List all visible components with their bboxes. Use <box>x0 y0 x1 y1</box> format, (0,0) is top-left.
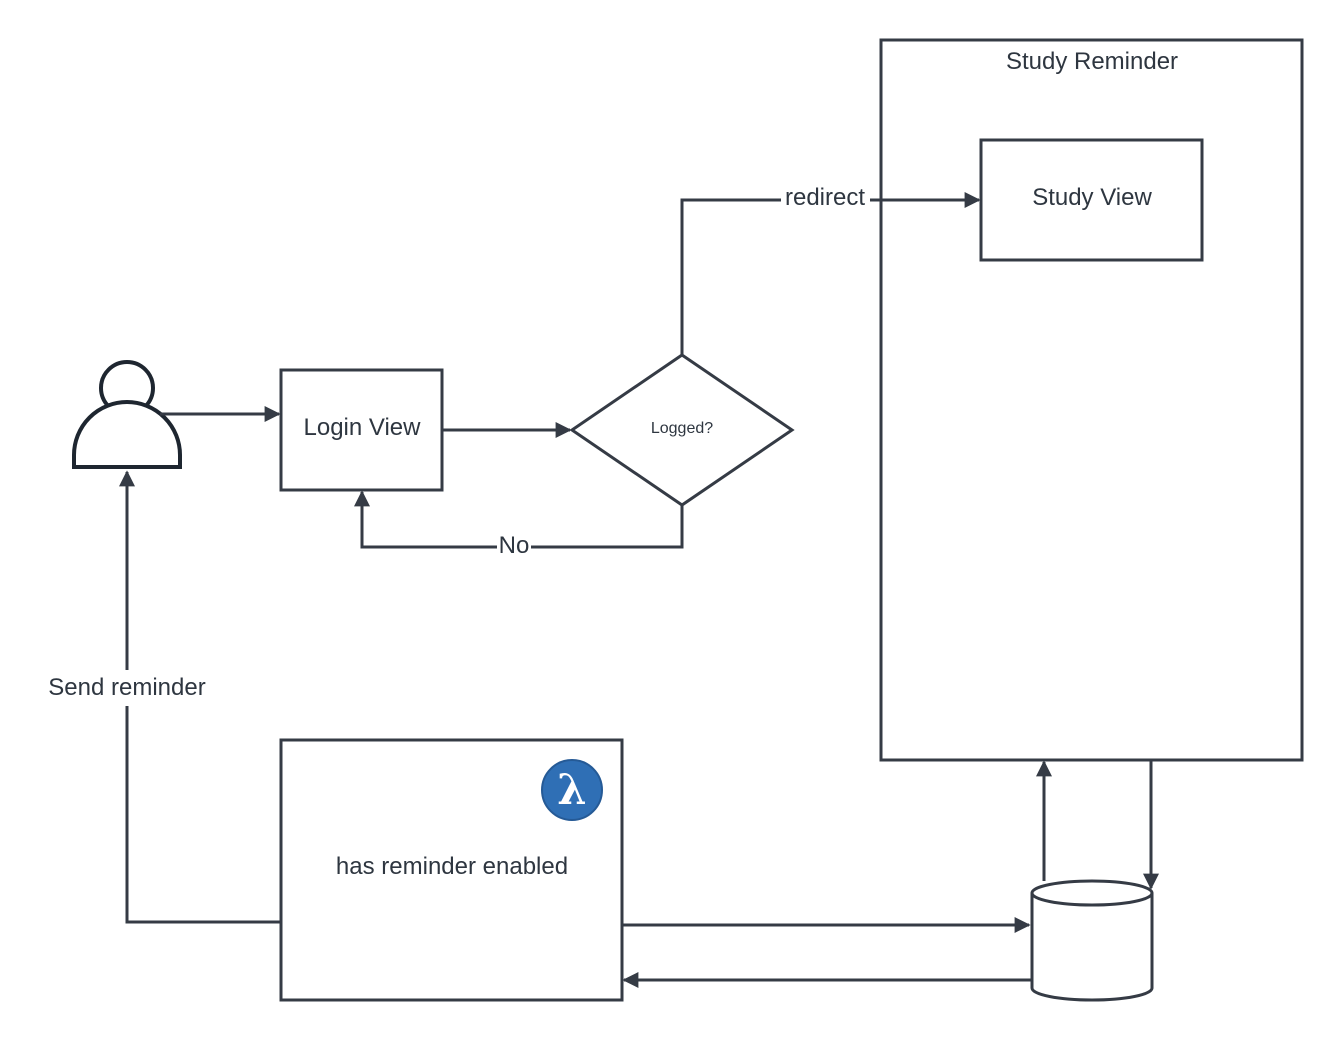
aws-lambda-icon: λ <box>541 759 603 821</box>
lambda-function-label: has reminder enabled <box>336 853 568 880</box>
edge-label-redirect: redirect <box>785 184 865 211</box>
no-label-bg <box>497 531 531 561</box>
redirect-label-bg <box>781 183 870 213</box>
send-reminder-label-bg <box>38 670 216 706</box>
edge-decision-redirect <box>680 192 981 355</box>
study-view-label: Study View <box>1032 184 1152 211</box>
study-reminder-title: Study Reminder <box>1006 48 1178 75</box>
edge-label-no: No <box>499 532 530 559</box>
login-view-label: Login View <box>304 414 422 441</box>
database-cylinder-icon <box>1030 879 1154 1002</box>
study-reminder-container <box>879 38 1304 762</box>
login-view-box <box>279 368 444 492</box>
user-icon <box>72 360 182 469</box>
edge-send-reminder <box>119 470 281 924</box>
lambda-symbol: λ <box>557 765 586 814</box>
logged-decision-label: Logged? <box>651 420 713 437</box>
edge-label-send-reminder: Send reminder <box>48 674 205 701</box>
study-view-box <box>979 138 1204 262</box>
